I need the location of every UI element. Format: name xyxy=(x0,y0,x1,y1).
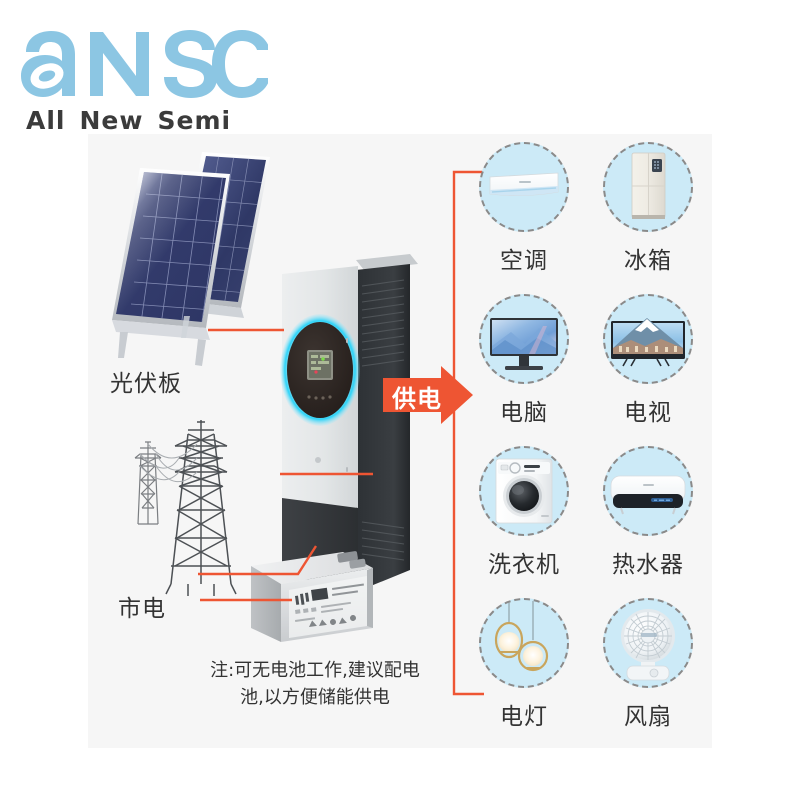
solar-panel-icon xyxy=(98,138,328,373)
water-heater-icon xyxy=(603,446,693,536)
appliance-refrigerator[interactable]: 冰箱 xyxy=(590,142,706,290)
battery-icon xyxy=(233,544,378,654)
brand-tagline: All New Semi xyxy=(26,106,245,135)
appliance-label: 热水器 xyxy=(612,552,684,578)
appliance-label: 电脑 xyxy=(500,400,548,426)
appliance-washing-machine[interactable]: 洗衣机 xyxy=(466,446,582,594)
system-diagram: 供电 光伏板 市电 注:可无电池工作,建议配电池,以方便储能供电 xyxy=(88,134,712,748)
appliance-computer[interactable]: 电脑 xyxy=(466,294,582,442)
label-utility-grid: 市电 xyxy=(118,596,166,622)
computer-monitor-icon xyxy=(479,294,569,384)
appliance-label: 洗衣机 xyxy=(488,552,560,578)
appliance-grid: 空调 xyxy=(466,142,706,742)
supply-arrow: 供电 xyxy=(383,366,473,424)
appliance-label: 电灯 xyxy=(500,704,548,730)
inverter-icon xyxy=(278,252,423,630)
appliance-label: 风扇 xyxy=(624,704,672,730)
television-icon xyxy=(603,294,693,384)
ansc-wordmark-icon xyxy=(21,30,268,98)
power-tower-icon xyxy=(93,414,273,604)
appliance-fan[interactable]: 风扇 xyxy=(590,598,706,746)
label-solar-panel: 光伏板 xyxy=(110,371,182,397)
brand-tagline-word-1: New xyxy=(79,106,144,135)
refrigerator-icon xyxy=(603,142,693,232)
pendant-lamp-icon xyxy=(479,598,569,688)
brand-logo: All New Semi xyxy=(18,22,268,135)
supply-arrow-label: 供电 xyxy=(392,385,442,413)
appliance-label: 电视 xyxy=(624,400,672,426)
appliance-lamp[interactable]: 电灯 xyxy=(466,598,582,746)
appliance-water-heater[interactable]: 热水器 xyxy=(590,446,706,594)
electric-fan-icon xyxy=(603,598,693,688)
appliance-air-conditioner[interactable]: 空调 xyxy=(466,142,582,290)
appliance-television[interactable]: 电视 xyxy=(590,294,706,442)
appliance-label: 空调 xyxy=(500,248,548,274)
appliance-label: 冰箱 xyxy=(624,248,672,274)
brand-tagline-word-0: All xyxy=(26,106,66,135)
battery-note: 注:可无电池工作,建议配电池,以方便储能供电 xyxy=(210,660,420,708)
washing-machine-icon xyxy=(479,446,569,536)
brand-tagline-word-2: Semi xyxy=(157,106,232,135)
air-conditioner-icon xyxy=(479,142,569,232)
